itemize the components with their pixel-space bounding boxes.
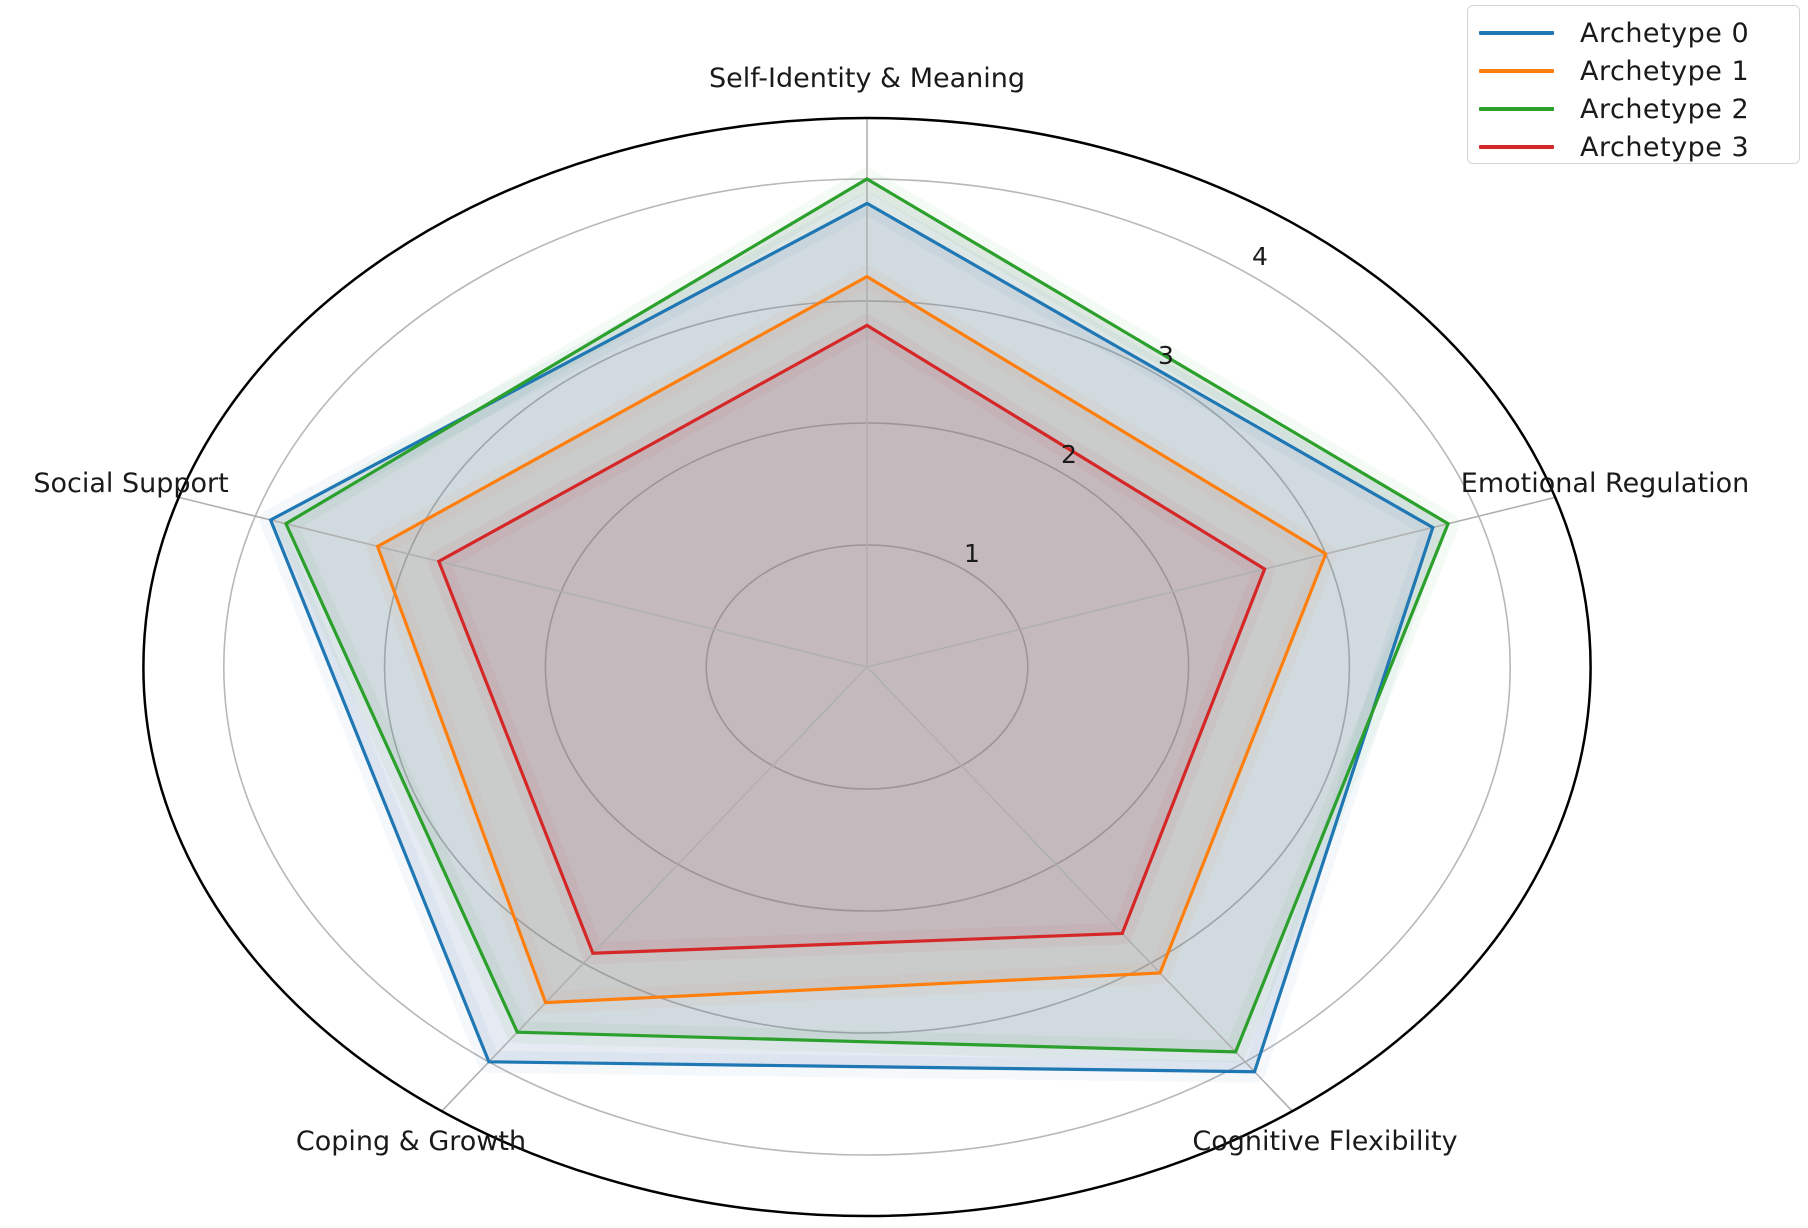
axis-label-social-support: Social Support [33, 468, 228, 499]
legend-item-archetype-2: Archetype 2 [1468, 90, 1799, 128]
series-lines [268, 177, 1451, 1074]
legend-item-archetype-1: Archetype 1 [1468, 52, 1799, 90]
outer-frame [142, 116, 1592, 1218]
series-fills [259, 168, 1460, 1083]
series-line-archetype-0 [268, 201, 1435, 1074]
radial-tick-3: 3 [1158, 341, 1174, 370]
axis-spoke [866, 496, 1556, 668]
series-area-shade [438, 325, 1265, 954]
series-line-archetype-1 [375, 274, 1328, 1005]
series-area-shade [270, 203, 1433, 1072]
legend-label: Archetype 0 [1580, 17, 1750, 49]
legend-label: Archetype 2 [1580, 93, 1750, 125]
radial-tick-4: 4 [1252, 242, 1268, 271]
legend-item-archetype-3: Archetype 3 [1468, 128, 1799, 166]
axis-spoke [178, 496, 868, 668]
legend-swatch [1479, 145, 1554, 149]
axis-spoke [866, 666, 1293, 1112]
axis-spokes [178, 118, 1556, 1112]
axis-label-emotional-regulation: Emotional Regulation [1461, 468, 1749, 499]
series-line-archetype-3 [436, 323, 1267, 955]
axis-label-cognitive-flexibility: Cognitive Flexibility [1192, 1126, 1457, 1157]
radial-tick-1: 1 [964, 539, 980, 568]
legend-swatch [1479, 31, 1554, 35]
legend-swatch [1479, 107, 1554, 111]
series-area-shade [377, 276, 1326, 1003]
axis-label-coping-growth: Coping & Growth [296, 1126, 526, 1157]
axis-label-self-identity: Self-Identity & Meaning [709, 63, 1025, 94]
axis-spoke [441, 666, 868, 1112]
legend-item-archetype-0: Archetype 0 [1468, 14, 1799, 52]
legend-label: Archetype 3 [1580, 131, 1750, 163]
legend-swatch [1479, 69, 1554, 73]
series-line-archetype-2 [283, 177, 1451, 1054]
radial-tick-2: 2 [1061, 440, 1077, 469]
chart-legend: Archetype 0 Archetype 1 Archetype 2 Arch… [1467, 5, 1800, 164]
legend-label: Archetype 1 [1580, 55, 1750, 87]
